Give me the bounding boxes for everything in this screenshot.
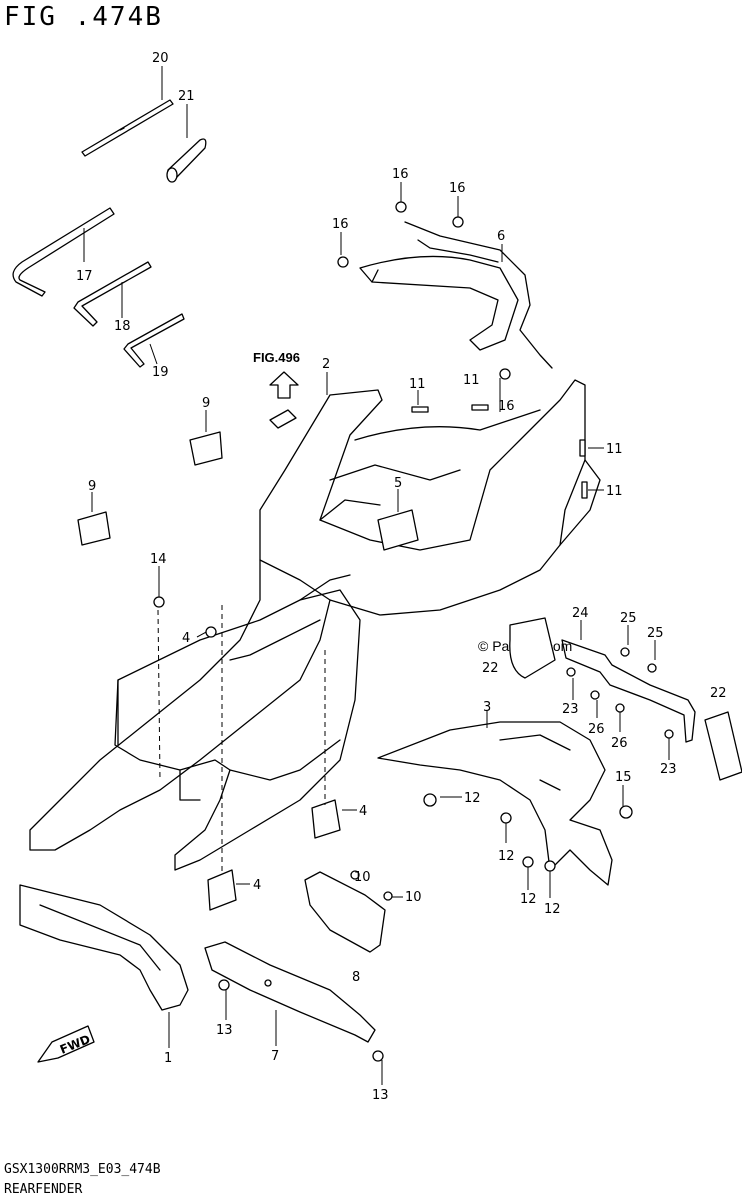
callout-15[interactable]: 15 <box>615 770 632 785</box>
callout-12b[interactable]: 12 <box>498 849 515 864</box>
callout-22b[interactable]: 22 <box>710 686 727 701</box>
callout-6[interactable]: 6 <box>497 229 505 244</box>
callout-12d[interactable]: 12 <box>544 902 561 917</box>
callout-20[interactable]: 20 <box>152 51 169 66</box>
callout-2[interactable]: 2 <box>322 357 330 372</box>
callout-19[interactable]: 19 <box>152 365 169 380</box>
figure-title: FIG .474B <box>4 2 163 32</box>
callout-7[interactable]: 7 <box>271 1049 279 1064</box>
diagram-code: GSX1300RRM3_E03_474B <box>4 1162 161 1177</box>
fasteners <box>153 201 674 1062</box>
callout-21[interactable]: 21 <box>178 89 195 104</box>
part-6-grab-rail[interactable] <box>359 221 553 369</box>
callout-11c[interactable]: 11 <box>606 442 623 457</box>
callout-5[interactable]: 5 <box>394 476 402 491</box>
callout-16c[interactable]: 16 <box>332 217 349 232</box>
callout-1[interactable]: 1 <box>164 1051 172 1066</box>
callout-23b[interactable]: 23 <box>660 762 677 777</box>
callout-13a[interactable]: 13 <box>216 1023 233 1038</box>
callout-14[interactable]: 14 <box>150 552 167 567</box>
callout-25b[interactable]: 25 <box>647 626 664 641</box>
callout-10b[interactable]: 10 <box>405 890 422 905</box>
part-4-cushion-mid[interactable] <box>311 799 341 839</box>
callout-3[interactable]: 3 <box>483 700 491 715</box>
part-2-upper-fender-body[interactable] <box>29 379 601 851</box>
part-1-lower-bracket[interactable] <box>19 884 189 1011</box>
part-19-hex-wrench[interactable] <box>123 313 185 368</box>
callout-12a[interactable]: 12 <box>464 791 481 806</box>
callout-11b[interactable]: 11 <box>463 373 480 388</box>
callout-11a[interactable]: 11 <box>409 377 426 392</box>
callout-18[interactable]: 18 <box>114 319 131 334</box>
part-3-tail-panel[interactable] <box>377 721 613 886</box>
callout-9b[interactable]: 9 <box>88 479 96 494</box>
callout-12c[interactable]: 12 <box>520 892 537 907</box>
part-22-reflector-left[interactable] <box>509 617 556 679</box>
part-1-rear-fender-assembly[interactable] <box>114 574 361 871</box>
part-22-reflector-right[interactable] <box>704 711 742 781</box>
part-21-tool-grip[interactable] <box>166 138 207 183</box>
callout-26b[interactable]: 26 <box>611 736 628 751</box>
part-4-cushion-low[interactable] <box>207 869 237 911</box>
callout-4b[interactable]: 4 <box>359 804 367 819</box>
part-8-cover-panel[interactable] <box>304 871 386 953</box>
part-24-bracket[interactable] <box>561 639 696 743</box>
callout-16d[interactable]: 16 <box>498 399 515 414</box>
callout-24[interactable]: 24 <box>572 606 589 621</box>
part-9-cushion-upper[interactable] <box>189 431 223 466</box>
callout-8[interactable]: 8 <box>352 970 360 985</box>
callout-25a[interactable]: 25 <box>620 611 637 626</box>
callout-22a[interactable]: 22 <box>482 661 499 676</box>
diagram-name: REARFENDER <box>4 1182 83 1197</box>
callout-26a[interactable]: 26 <box>588 722 605 737</box>
callout-17[interactable]: 17 <box>76 269 93 284</box>
fig-reference-arrow-icon <box>269 371 299 429</box>
callout-16a[interactable]: 16 <box>392 167 409 182</box>
part-20-tool-rod[interactable] <box>81 99 174 157</box>
part-17-hex-wrench[interactable] <box>12 207 115 297</box>
callout-11d[interactable]: 11 <box>606 484 623 499</box>
figure-reference[interactable]: FIG.496 <box>253 350 300 365</box>
callout-23a[interactable]: 23 <box>562 702 579 717</box>
callout-9a[interactable]: 9 <box>202 396 210 411</box>
part-5-connector-block[interactable] <box>377 509 419 551</box>
callout-13b[interactable]: 13 <box>372 1088 389 1103</box>
callout-16b[interactable]: 16 <box>449 181 466 196</box>
callout-4c[interactable]: 4 <box>253 878 261 893</box>
part-7-bracket-plate[interactable] <box>204 941 376 1043</box>
fwd-arrow-icon <box>37 1025 95 1063</box>
part-18-hex-wrench[interactable] <box>73 261 152 327</box>
part-9-cushion-lower[interactable] <box>77 511 111 546</box>
callout-10a[interactable]: 10 <box>354 870 371 885</box>
callout-4a[interactable]: 4 <box>182 631 190 646</box>
